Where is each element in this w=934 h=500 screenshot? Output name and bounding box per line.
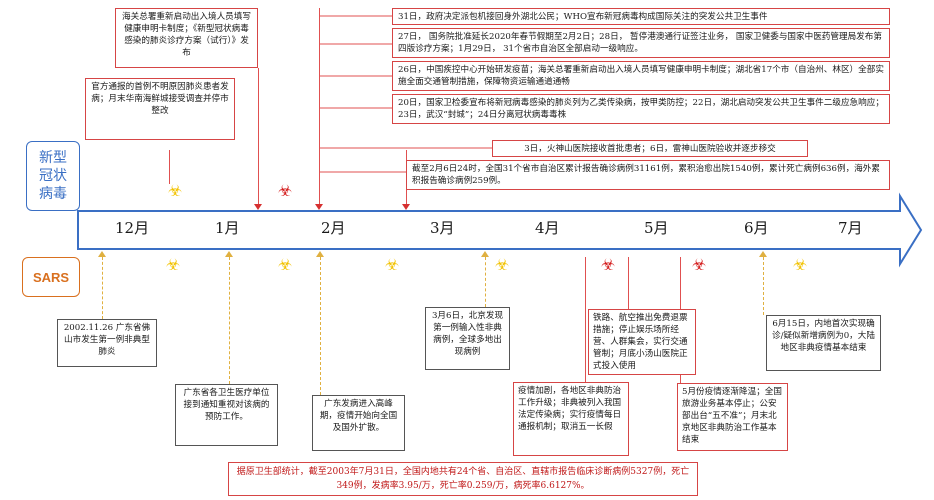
ncov-event-stats: 截至2月6日24时，全国31个省市自治区累计报告确诊病例31161例，累积治愈出… xyxy=(406,160,890,190)
biohazard-icon: ☣ xyxy=(494,255,510,274)
connector-arrowhead xyxy=(98,251,106,257)
connector-arrowhead xyxy=(402,204,410,210)
sars-event-8: 6月15日，内地首次实现确诊/疑似新增病例为0，大陆地区非典疫情基本结束 xyxy=(766,315,881,371)
sars-event-7: 5月份疫情逐渐降温；全国旅游业务基本停止；公安部出台“五不准”；月末北京地区非典… xyxy=(677,383,788,451)
ncov-event-customs: 海关总署重新启动出入境人员填写健康申明卡制度；《新型冠状病毒感染的肺炎诊疗方案（… xyxy=(115,8,258,68)
biohazard-icon: ☣ xyxy=(277,255,293,274)
month-label: 5月 xyxy=(644,219,669,237)
month-label: 7月 xyxy=(838,219,863,237)
connector-line xyxy=(320,257,321,395)
connector-line xyxy=(169,150,170,184)
connector-arrowhead xyxy=(225,251,233,257)
sars-event-2: 广东省各卫生医疗单位接到通知重视对该病的预防工作。 xyxy=(175,384,278,446)
biohazard-icon: ☣ xyxy=(384,255,400,274)
biohazard-icon: ☣ xyxy=(167,181,183,200)
connector-arrowhead xyxy=(316,251,324,257)
biohazard-icon: ☣ xyxy=(691,255,707,274)
connector-arrowhead xyxy=(315,204,323,210)
sars-event-6: 铁路、航空推出免费退票措施；停止娱乐场所经营、人群集会，实行交通管制；月底小汤山… xyxy=(588,309,696,375)
connector-line xyxy=(763,257,764,315)
month-label: 12月 xyxy=(115,219,150,237)
sars-event-3: 广东发病进入高峰期，疫情开始向全国及国外扩散。 xyxy=(312,395,405,451)
ncov-event-26: 26日，中国疾控中心开始研发疫苗；海关总署重新启动出入境人员填写健康申明卡制度；… xyxy=(392,61,890,91)
connector-line xyxy=(485,257,486,307)
month-label: 6月 xyxy=(744,219,769,237)
connector-arrowhead xyxy=(481,251,489,257)
sars-stats: 据原卫生部统计，截至2003年7月31日，全国内地共有24个省、自治区、直辖市报… xyxy=(228,462,698,496)
connector-line xyxy=(628,257,629,309)
month-label: 4月 xyxy=(535,219,560,237)
connector-line xyxy=(229,257,230,384)
ncov-event-first-case: 官方通报的首例不明原因肺炎患者发病；月末华南海鲜城接受调查并停市整改 xyxy=(85,78,235,140)
connector-line xyxy=(319,8,320,204)
sars-label: SARS xyxy=(22,257,80,297)
connector-arrowhead xyxy=(254,204,262,210)
sars-event-4: 3月6日，北京发现第一例输入性非典病例，全球多地出现病例 xyxy=(425,307,510,370)
connector-arrowhead xyxy=(759,251,767,257)
biohazard-icon: ☣ xyxy=(277,181,293,200)
ncov-event-20: 20日，国家卫检委宣布将新冠病毒感染的肺炎列为乙类传染病，按甲类防控；22日，湖… xyxy=(392,94,890,124)
connector-line xyxy=(102,257,103,319)
connector-line xyxy=(258,68,259,204)
month-label: 2月 xyxy=(321,219,346,237)
ncov-event-3: 3日，火神山医院接收首批患者；6日，雷神山医院验收并逐步移交 xyxy=(492,140,808,157)
biohazard-icon: ☣ xyxy=(165,255,181,274)
ncov-label: 新型 冠状 病毒 xyxy=(26,141,80,211)
sars-event-5: 疫情加剧，各地区非典防治工作升级；非典被列入我国法定传染病；实行疫情每日通报机制… xyxy=(513,382,629,456)
biohazard-icon: ☣ xyxy=(792,255,808,274)
ncov-event-31: 31日，政府决定派包机接回身外湖北公民；WHO宣布新冠病毒构成国际关注的突发公共… xyxy=(392,8,890,25)
month-label: 1月 xyxy=(215,219,240,237)
connector-line xyxy=(585,257,586,382)
ncov-event-27: 27日， 国务院批准延长2020年春节假期至2月2日；28日， 暂停港澳通行证签… xyxy=(392,28,890,58)
month-label: 3月 xyxy=(430,219,455,237)
biohazard-icon: ☣ xyxy=(600,255,616,274)
sars-event-1: 2002.11.26 广东省佛山市发生第一例非典型肺炎 xyxy=(57,319,157,367)
